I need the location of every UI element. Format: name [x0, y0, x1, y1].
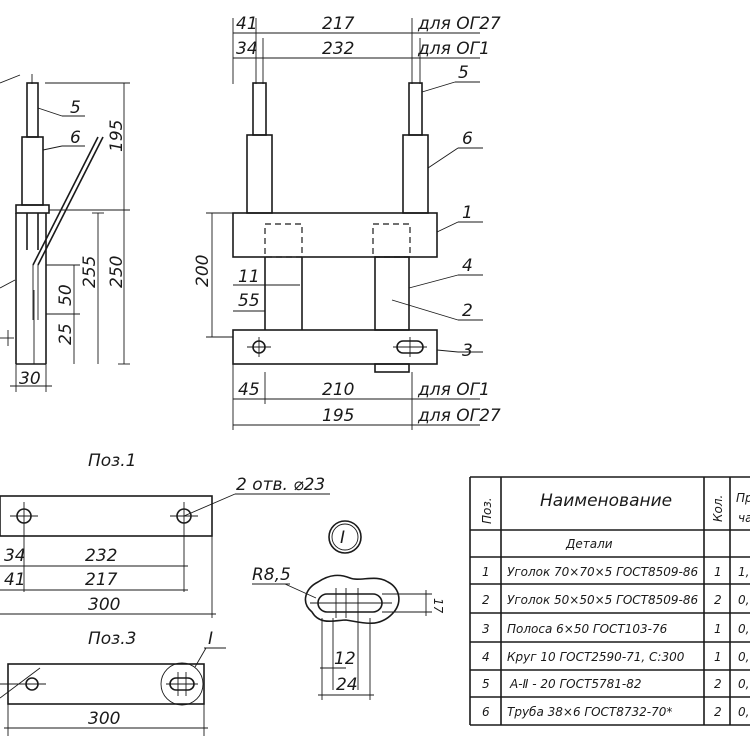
dim-11: 11 — [238, 267, 260, 287]
bom-header-note: Пр — [736, 491, 750, 505]
pos1-view: Поз.1 2 отв. ⌀23 34 232 41 217 300 — [0, 451, 330, 618]
dim-note-og1-bottom: для ОГ1 — [417, 380, 490, 400]
bom-header-note2: ча — [738, 511, 750, 525]
pos1-dim-41: 41 — [4, 570, 26, 590]
bom-row-5-note: 0, — [738, 677, 749, 691]
bom-row-1-pos: 1 — [482, 565, 490, 579]
bom-row-6-note: 0, — [738, 705, 749, 719]
pos3-mark: I — [208, 629, 213, 649]
pos3-title: Поз.3 — [88, 629, 136, 649]
rod-left — [252, 82, 267, 136]
bom-row-3-pos: 3 — [482, 622, 490, 636]
detail-mark-circle — [328, 520, 362, 554]
side-dim-255: 255 — [80, 256, 100, 288]
bom-table: Поз. Наименование Кол. Пр ча Детали 1 Уг… — [469, 476, 750, 726]
bom-row-6-name: Труба 38×6 ГОСТ8732-70* — [507, 705, 672, 719]
bom-row-1-note: 1, — [738, 565, 749, 579]
bom-row-2-pos: 2 — [482, 593, 490, 607]
detail-dim-24: 24 — [336, 675, 358, 695]
front-view: 41 217 для ОГ27 34 232 для ОГ1 200 — [193, 14, 501, 430]
angle-top — [232, 212, 438, 258]
side-view: 5 6 195 250 255 50 25 30 — [0, 74, 130, 392]
bom-row-4-name: Круг 10 ГОСТ2590-71, С:300 — [507, 650, 685, 664]
bom-row-5-name: А-Ⅱ - 20 ГОСТ5781-82 — [509, 677, 641, 691]
detail-dim-17: 17 — [431, 598, 445, 614]
pos1-dim-232: 232 — [85, 546, 117, 566]
callout-4: 4 — [462, 256, 473, 276]
dim-210: 210 — [322, 380, 354, 400]
bom-row-6-qty: 2 — [714, 705, 722, 719]
detail-dim-12: 12 — [334, 649, 356, 669]
side-callout-6: 6 — [70, 128, 81, 148]
rod-right — [408, 82, 423, 136]
pos1-dim-300: 300 — [88, 595, 120, 615]
callout-3: 3 — [462, 341, 473, 361]
dim-45: 45 — [238, 380, 260, 400]
pos1-dim-34: 34 — [4, 546, 26, 566]
dim-34: 34 — [236, 39, 258, 59]
bom-row-2-note: 0, — [738, 593, 749, 607]
leg-right — [374, 256, 410, 331]
bom-row-6-pos: 6 — [482, 705, 490, 719]
dim-note-og27-top: для ОГ27 — [417, 14, 501, 34]
dim-41: 41 — [236, 14, 258, 34]
pos1-title: Поз.1 — [88, 451, 136, 471]
pos3-detail-circle — [160, 662, 204, 706]
bom-row-1-name: Уголок 70×70×5 ГОСТ8509-86 — [507, 565, 698, 579]
callout-2: 2 — [462, 301, 473, 321]
side-pipe — [21, 136, 44, 206]
bom-header-pos: Поз. — [480, 497, 494, 524]
pos1-holes-note: 2 отв. ⌀23 — [236, 475, 325, 495]
bom-row-4-pos: 4 — [482, 650, 490, 664]
callout-1: 1 — [462, 203, 473, 223]
bom-row-4-qty: 1 — [714, 650, 722, 664]
detail-view: I R8,5 17 12 24 — [252, 520, 445, 700]
callout-6: 6 — [462, 129, 473, 149]
bom-header-qty: Кол. — [711, 495, 725, 522]
dim-195: 195 — [322, 406, 354, 426]
detail-mark: I — [340, 528, 345, 548]
dim-217: 217 — [322, 14, 355, 34]
bom-section: Детали — [565, 537, 613, 551]
detail-radius: R8,5 — [252, 565, 291, 585]
pos1-dim-217: 217 — [85, 570, 118, 590]
bom-row-5-qty: 2 — [714, 677, 722, 691]
dim-note-og27-bottom: для ОГ27 — [417, 406, 501, 426]
side-dim-30: 30 — [19, 369, 41, 389]
bom-row-4-note: 0, — [738, 650, 749, 664]
pos1-plate — [0, 495, 213, 537]
pipe-right — [402, 134, 429, 214]
dim-note-og1-top: для ОГ1 — [417, 39, 490, 59]
side-dim-195: 195 — [107, 120, 127, 152]
pos3-dim-300: 300 — [88, 709, 120, 729]
bom-row-1-qty: 1 — [714, 565, 722, 579]
side-callout-5: 5 — [70, 98, 81, 118]
dim-200: 200 — [193, 255, 213, 287]
bom-row-3-name: Полоса 6×50 ГОСТ103-76 — [507, 622, 668, 636]
side-rod — [26, 82, 39, 138]
callout-5: 5 — [458, 63, 469, 83]
bom-row-2-qty: 2 — [714, 593, 722, 607]
bom-header-name: Наименование — [540, 491, 672, 511]
bom-row-3-qty: 1 — [714, 622, 722, 636]
side-dim-25: 25 — [56, 323, 76, 345]
bom-row-2-name: Уголок 50×50×5 ГОСТ8509-86 — [507, 593, 698, 607]
strip-bottom — [232, 329, 438, 365]
pipe-left — [246, 134, 273, 214]
bom-row-3-note: 0, — [738, 622, 749, 636]
side-dim-250: 250 — [107, 256, 127, 288]
dim-55: 55 — [238, 291, 260, 311]
pos3-view: Поз.3 I 300 — [0, 629, 226, 736]
bom-row-5-pos: 5 — [482, 677, 490, 691]
dim-232: 232 — [322, 39, 354, 59]
side-dim-50: 50 — [56, 284, 76, 306]
detail-outline — [304, 574, 400, 625]
